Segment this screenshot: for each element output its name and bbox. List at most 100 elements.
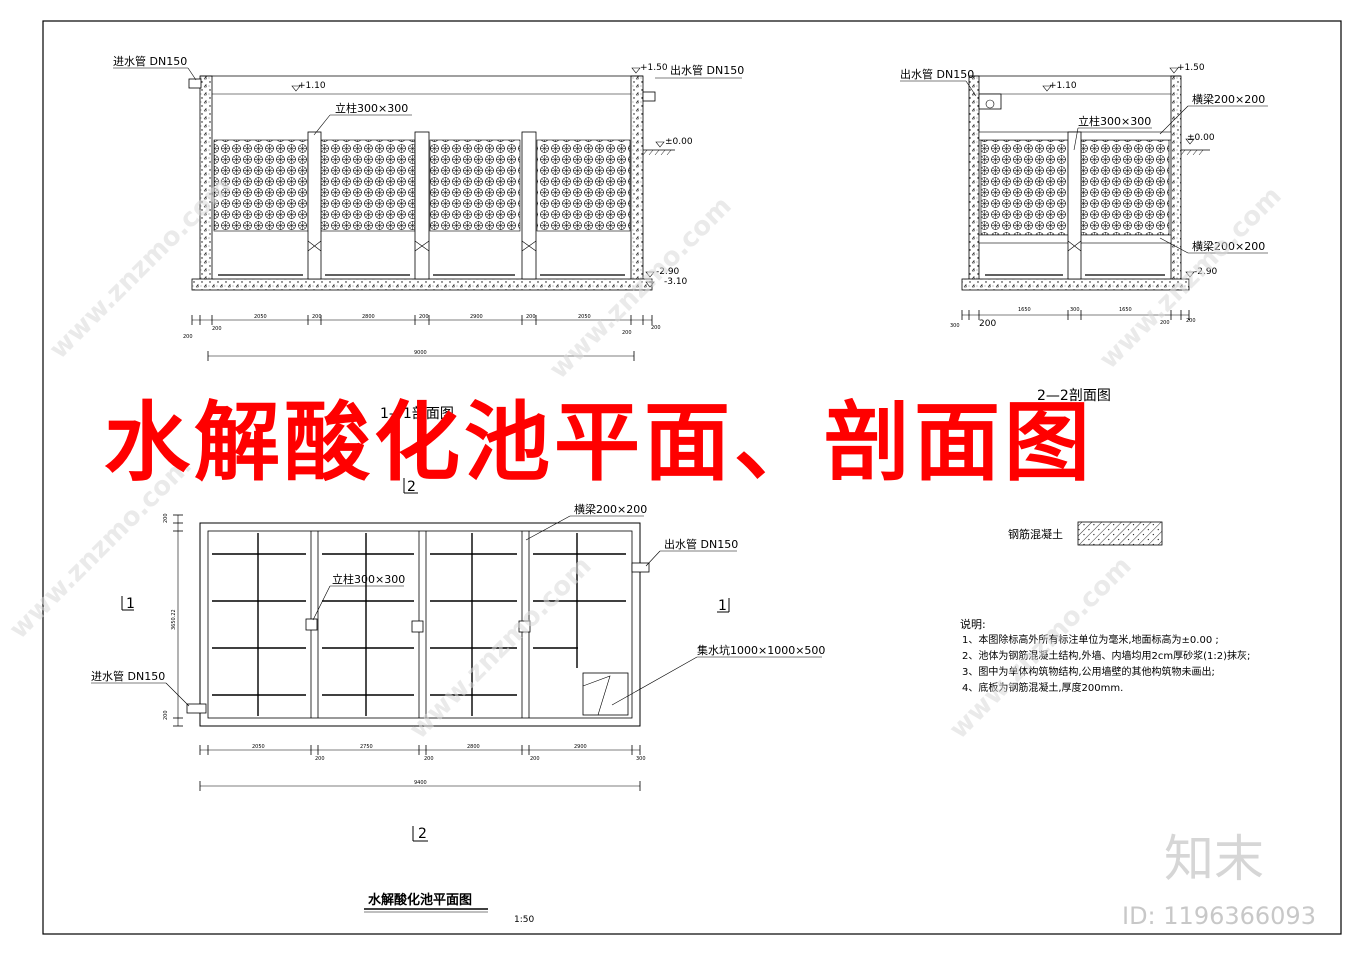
section-1-1: +1.50 +1.10 ±0.00 -2.90 -3.10 进水管 DN150 …	[113, 54, 744, 422]
section-mark-top-2: 2	[407, 479, 416, 495]
column-2	[414, 131, 430, 280]
plan-inlet-pipe	[186, 703, 207, 714]
outlet-label-2: 出水管 DN150	[900, 67, 974, 81]
plan-scale: 1:50	[514, 915, 534, 925]
plan-pipe-grid	[212, 533, 626, 716]
dim2-3: 1650	[1018, 307, 1031, 313]
plan-view: 横梁200×200 出水管 DN150 立柱300×300 集水坑1000×10…	[91, 478, 825, 925]
elev-water-2: +1.10	[1049, 81, 1077, 91]
dim2-2: 200	[979, 319, 996, 329]
banner-title: 水解酸化池平面、剖面图	[104, 392, 1094, 493]
dim2-5: 1650	[1119, 307, 1132, 313]
dim-2: 200	[212, 326, 222, 332]
dim-4: 200	[312, 314, 322, 320]
elev-base: -3.10	[664, 277, 688, 287]
right-wall-2	[1170, 75, 1182, 284]
notes: 说明: 1、本图除标高外所有标注单位为毫米,地面标高为±0.00 ; 2、池体为…	[960, 617, 1250, 694]
plan-dim-7: 2900	[574, 744, 587, 750]
section-mark-left-1: 1	[126, 596, 135, 612]
plan-dim-total: 9400	[414, 780, 427, 786]
dim-10: 200	[622, 330, 632, 336]
plan-title: 水解酸化池平面图	[368, 892, 472, 908]
dim-11: 200	[651, 325, 661, 331]
dim2-6: 200	[1160, 320, 1170, 326]
column-label-2: 立柱300×300	[1078, 114, 1151, 128]
watermark-6: www.znzmo.com	[944, 551, 1138, 745]
plan-column-1	[305, 618, 318, 631]
media-block-4	[536, 139, 631, 232]
media-block-1	[213, 139, 309, 232]
plan-column-label: 立柱300×300	[332, 572, 405, 586]
notes-heading: 说明:	[960, 617, 986, 631]
legend: 钢筋混凝土	[1008, 521, 1163, 546]
dim-5: 2800	[362, 314, 375, 320]
legend-label: 钢筋混凝土	[1008, 527, 1063, 541]
elev-top-2: +1.50	[1177, 63, 1205, 73]
plan-dim-left-top: 200	[163, 513, 169, 523]
dim-1: 200	[183, 334, 193, 340]
column-3	[521, 131, 537, 280]
base-slab	[191, 278, 653, 291]
plan-column-2	[411, 620, 424, 633]
elev-bottom: -2.90	[656, 267, 680, 277]
note-2: 2、池体为钢筋混凝土结构,外墙、内墙均用2cm厚砂浆(1:2)抹灰;	[962, 649, 1250, 662]
column-2-2	[1067, 131, 1082, 280]
plan-dim-4: 200	[424, 756, 434, 762]
inlet-pipe	[188, 78, 202, 89]
section-mark-bottom-2: 2	[418, 826, 427, 842]
legend-swatch	[1077, 521, 1163, 546]
right-wall	[630, 75, 644, 284]
beam-bottom-label-2: 横梁200×200	[1192, 239, 1265, 253]
beam-top-label-2: 横梁200×200	[1192, 92, 1265, 106]
dim2-1: 300	[950, 323, 960, 329]
plan-inner-wall	[207, 530, 633, 719]
section-2-2: +1.50 +1.10 ±0.00 -2.90 出水管 DN150 横梁200×…	[900, 63, 1268, 404]
plan-sump-label: 集水坑1000×1000×500	[697, 643, 825, 657]
left-wall-2	[968, 75, 980, 284]
inlet-label: 进水管 DN150	[113, 54, 187, 68]
plan-dim-left-bot: 200	[163, 710, 169, 720]
plan-outer-wall	[199, 522, 641, 727]
dim-ticks-2-2	[961, 310, 1190, 320]
base-slab-2	[961, 278, 1190, 291]
dim2-7: 200	[1186, 318, 1196, 324]
note-3: 3、图中为单体构筑物结构,公用墙壁的其他构筑物未画出;	[962, 665, 1215, 678]
plan-outlet-label: 出水管 DN150	[664, 537, 738, 551]
outlet-pipe-2	[978, 93, 1002, 110]
dim-6: 200	[419, 314, 429, 320]
outlet-label: 出水管 DN150	[670, 63, 744, 77]
dim-total: 9000	[414, 350, 427, 356]
dim-7: 2900	[470, 314, 483, 320]
elev-top: +1.50	[640, 63, 668, 73]
dim-3: 2050	[254, 314, 267, 320]
plan-dim-1: 2050	[252, 744, 265, 750]
column-1	[307, 131, 322, 280]
column-label: 立柱300×300	[335, 101, 408, 115]
media-block-2b	[1080, 139, 1170, 236]
media-block-2a	[980, 139, 1069, 236]
plan-dim-6: 200	[530, 756, 540, 762]
section-2-2-title: 2—2剖面图	[1037, 388, 1111, 404]
plan-dim-5: 2800	[467, 744, 480, 750]
media-block-3	[429, 139, 521, 232]
elev-ground: ±0.00	[665, 137, 693, 147]
plan-outlet-pipe	[631, 562, 650, 573]
dim2-4: 300	[1070, 307, 1080, 313]
brand-watermark: 知末	[1164, 830, 1264, 888]
plan-inlet-label: 进水管 DN150	[91, 669, 165, 683]
note-1: 1、本图除标高外所有标注单位为毫米,地面标高为±0.00 ;	[962, 633, 1219, 646]
dim-9: 2050	[578, 314, 591, 320]
plan-dim-2: 200	[315, 756, 325, 762]
note-4: 4、底板为钢筋混凝土,厚度200mm.	[962, 681, 1123, 694]
elev-bottom-2: -2.90	[1194, 267, 1218, 277]
section-mark-right-1: 1	[718, 598, 727, 614]
sheet-border	[42, 20, 1342, 935]
dim-ticks-1-1	[191, 315, 653, 361]
plan-dim-left-mid: 3650.22	[171, 609, 177, 630]
section-1-1-title: 1—1剖面图	[380, 406, 454, 422]
outlet-pipe	[642, 91, 656, 102]
elev-ground-2: ±0.00	[1187, 133, 1215, 143]
plan-sump	[582, 672, 629, 716]
plan-column-3	[518, 620, 531, 633]
